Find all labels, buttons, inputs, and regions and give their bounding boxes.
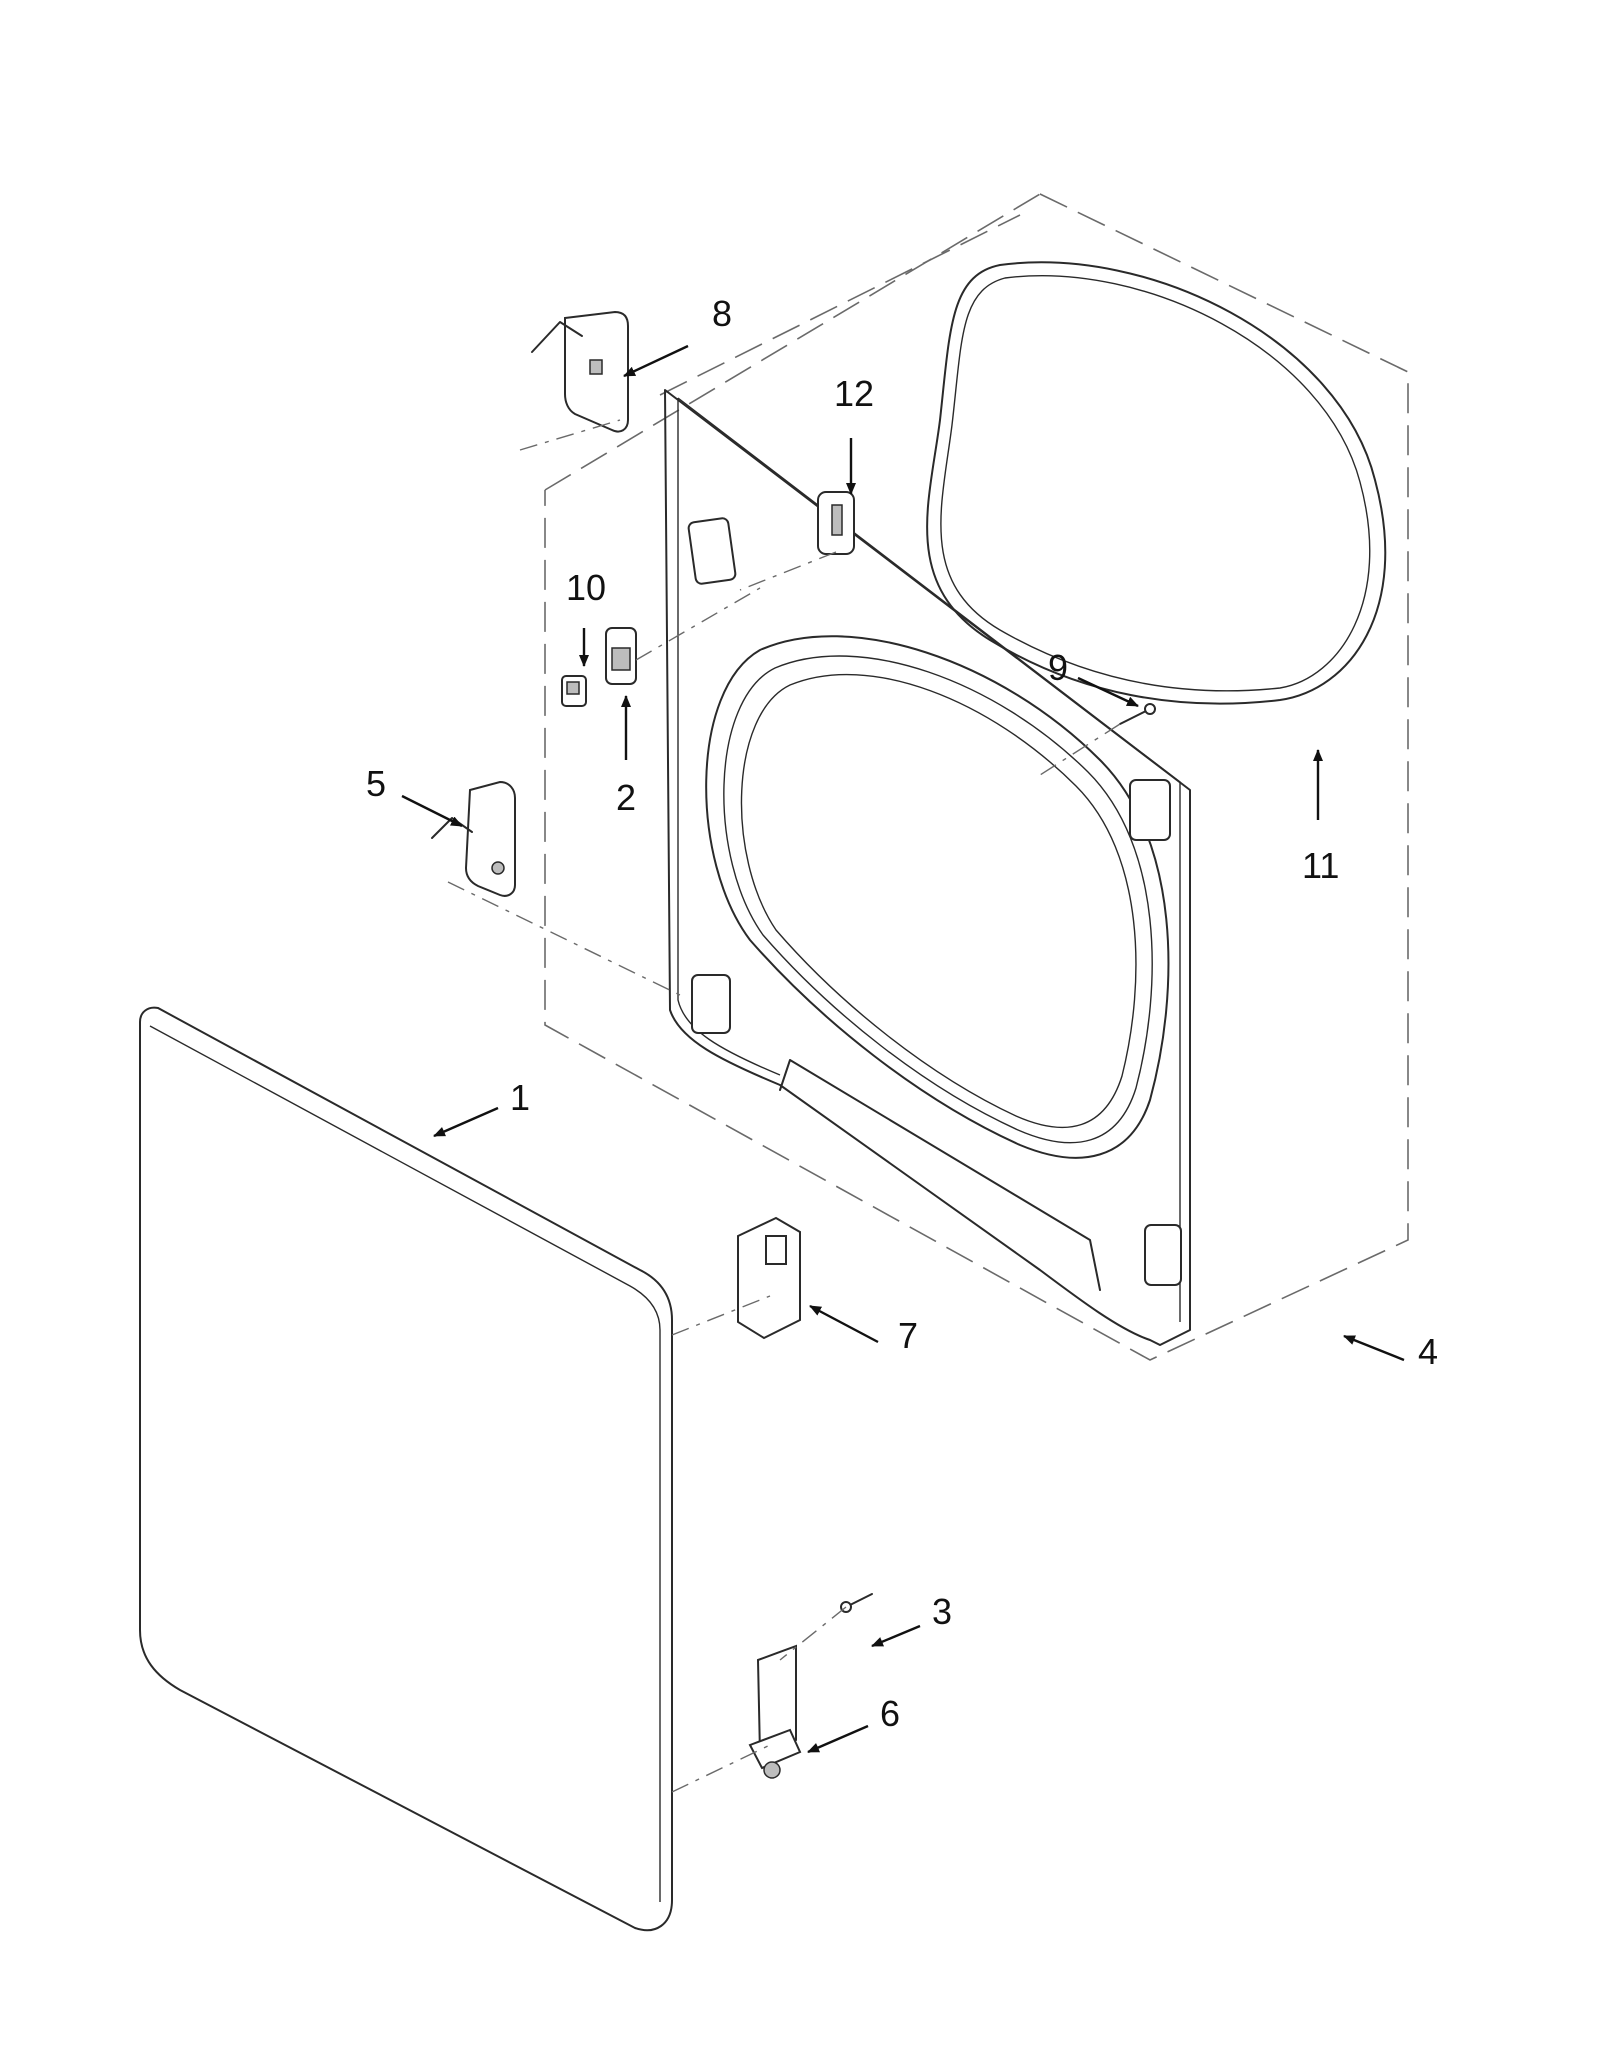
part-5-hinge-plate [431, 780, 516, 897]
callout-4: 4 [1418, 1331, 1438, 1372]
callout-10: 10 [566, 567, 606, 608]
arrow-8 [623, 344, 689, 378]
leader-dashed-12 [739, 551, 837, 591]
part-8-hinge-plate [531, 310, 629, 433]
part-10-clip [561, 675, 587, 707]
callout-5: 5 [366, 763, 386, 804]
arrow-7 [809, 1304, 879, 1344]
callout-3: 3 [932, 1591, 952, 1632]
arrow-3 [871, 1624, 921, 1648]
leader-dashed-8 [519, 419, 621, 451]
callout-8: 8 [712, 293, 732, 334]
arrow-6 [807, 1724, 869, 1754]
leader-dashed-5 [447, 881, 681, 996]
callout-7: 7 [898, 1315, 918, 1356]
arrow-9 [1077, 676, 1139, 708]
callout-11: 11 [1302, 845, 1339, 886]
part-6-door-hinge [748, 1644, 802, 1779]
callout-12: 12 [834, 373, 874, 414]
part-1-door [139, 1006, 673, 1932]
leader-dashed-2 [635, 587, 761, 661]
part-9-screw [1119, 703, 1156, 725]
callout-9: 9 [1048, 647, 1068, 688]
part-2-strike [605, 627, 637, 685]
leader-dashed-7 [671, 1295, 771, 1336]
assembly-envelope-dashed [544, 193, 1409, 1361]
leader-dashed-3 [779, 1606, 847, 1661]
part-3-screw [840, 1593, 873, 1613]
callout-6: 6 [880, 1693, 900, 1734]
part-7-door-hinge [737, 1216, 801, 1340]
arrow-5 [401, 794, 463, 828]
callout-labels: 8 12 10 2 9 11 5 1 7 4 3 6 [366, 293, 1438, 1734]
arrow-1 [433, 1106, 499, 1138]
part-11-gasket-ring [926, 261, 1387, 705]
leader-dashed-6 [671, 1744, 771, 1793]
callout-1: 1 [510, 1077, 530, 1118]
leader-dashed-9 [1039, 723, 1121, 776]
arrow-4 [1343, 1334, 1405, 1362]
part-4-front-panel [664, 389, 1191, 1346]
part-12-bracket [817, 491, 855, 555]
callout-2: 2 [616, 777, 636, 818]
callout-arrows [401, 344, 1405, 1754]
